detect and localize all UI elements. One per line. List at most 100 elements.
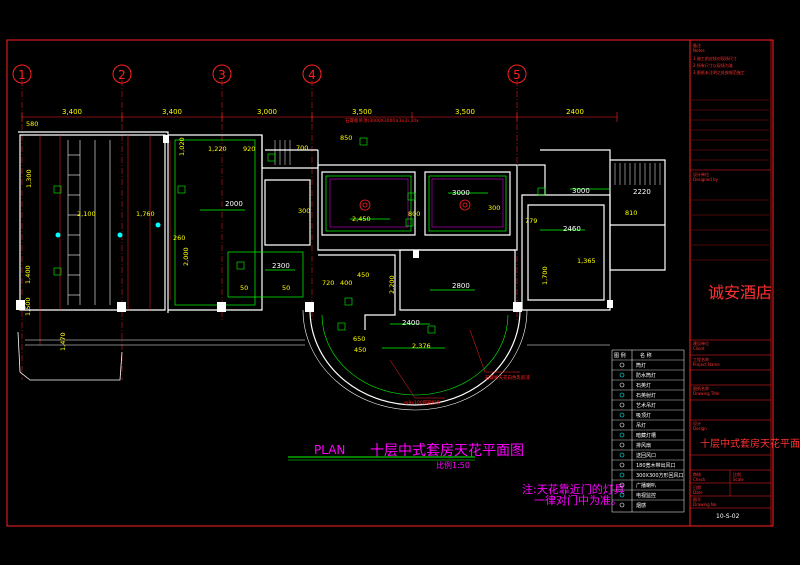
leader-note-1: 石膏板天花白色乳胶漆 [485,374,530,381]
tb-line-17: 比例 [733,471,741,477]
legend-symbol-icon [619,452,625,458]
legend-symbol-icon [619,412,625,418]
tb-line-16: Check [693,477,706,482]
legend-row-label: 180宽木带出风口 [636,462,676,469]
dim-1365: 1,365 [577,257,596,265]
dim-1500: 1,500 [24,297,32,316]
axis-lines [21,80,518,380]
legend-symbol-icon [619,382,625,388]
legend-symbol-icon [619,442,625,448]
legend-row-label: 排风扇 [636,442,651,449]
stairs [274,140,661,185]
dim-300: 300 [298,207,310,215]
tb-line-4: 3.图纸未注明之处按规范施工 [693,69,745,75]
dim-580: 580 [26,120,38,128]
legend-row-label: 广播喇叭 [636,482,656,489]
slat-ceiling [67,140,111,305]
tb-line-5: 设计单位 [693,171,709,177]
tb-line-18: Scale [733,477,744,482]
bay-left [17,331,123,381]
tb-line-15: 审核 [693,471,701,477]
cyan-lights [55,222,161,238]
tb-line-11: 图纸名称 [693,385,709,391]
top-dim-1: 3,400 [62,108,82,116]
tb-line-2: 1.施工前应核对现场尺寸 [693,55,737,61]
level-3000b: 3000 [572,187,590,195]
title-block-lines [692,99,769,261]
dim-1220: 1,220 [208,145,227,153]
legend-table [611,349,685,513]
dim-1700: 1,700 [541,266,549,285]
plan-scale: 比例1:50 [436,460,470,470]
legend-header-name: 名 称 [640,352,652,359]
red-dim-ticks [39,135,171,345]
legend-symbol-icon [619,432,625,438]
hotel-name: 诚安酒店 [708,283,772,302]
title-block [690,169,771,509]
curved-bay [302,309,528,411]
dim-1020: 1,020 [178,137,186,156]
vent-boxes [53,137,546,334]
top-dim-3: 3,000 [257,108,277,116]
legend-row-label: 烟感 [636,502,646,509]
legend-symbol-icon [619,392,625,398]
tb-drawing-no: 10-S-02 [716,513,740,520]
dim-2450: 2,450 [352,215,371,223]
dim-800: 800 [408,210,420,218]
legend-row-label: 石英灯 [636,382,651,389]
legend-header-symbol: 图 例 [614,352,626,359]
tb-drawing-title: 十层中式套房天花平面图 [700,437,800,450]
dim-810: 810 [625,209,637,217]
top-dim-2: 3,400 [162,108,182,116]
tb-line-19: 日期 [693,484,701,490]
note-line-2: 一律对门中为准。 [534,493,622,507]
dim-1470: 1,470 [59,332,67,351]
tb-line-8: Client [693,346,705,351]
dim-450: 450 [354,346,366,354]
legend-rows: 筒灯防水筒灯石英灯石英射灯艺术吊灯吸顶灯吊灯暗藏灯槽排风扇送回风口180宽木带出… [612,359,684,509]
axis-label-5: 5 [513,68,521,82]
leaders [389,329,520,399]
legend-symbol-icon [619,402,625,408]
walls [18,131,666,330]
legend-row-label: 吊灯 [636,422,646,429]
dim-2200: 2,200 [388,275,396,294]
level-3000: 3000 [452,189,470,197]
columns [16,135,613,312]
dim-920: 920 [243,145,255,153]
tb-line-0: 备注 [693,42,701,48]
legend-symbol-icon [619,462,625,468]
axis-label-3: 3 [218,68,226,82]
dim-2100: 2,100 [77,210,96,218]
dim-450b: 450 [357,271,369,279]
tb-line-9: 工程名称 [693,356,709,362]
dim-720: 720 [322,279,334,287]
plan-label: PLAN [314,443,345,457]
dim-400: 400 [340,279,352,287]
dim-700: 700 [296,144,308,152]
dim-2376: 2,376 [412,342,431,350]
tb-line-12: Drawing Title [693,391,720,396]
room-outlines [174,139,507,306]
dim-2000: 2,000 [182,247,190,266]
top-dim-5: 3,500 [455,108,475,116]
tb-line-3: 2.所有尺寸以现场为准 [693,62,733,68]
note-line-1: 注:天花靠近门的灯具 [522,482,625,496]
legend-row-label: 300X300方形回风口 [636,472,684,479]
legend-row-label: 暗藏灯槽 [636,432,656,439]
tb-line-14: Design [693,426,707,431]
dim-850: 850 [340,134,352,142]
axis-label-4: 4 [308,68,316,82]
tb-line-10: Project Name [693,362,720,367]
green-level-marks [200,188,610,349]
level-2460: 2460 [563,225,581,233]
dim-300b: 300 [488,204,500,212]
plan-title: 十层中式套房天花平面图 [370,443,524,459]
dim-1760: 1,760 [136,210,155,218]
top-dim-4: 3,500 [352,108,372,116]
axis-label-1: 1 [18,68,26,82]
legend-row-label: 石英射灯 [636,392,656,399]
ceiling-coves [329,178,504,228]
curtain-line [25,339,610,346]
